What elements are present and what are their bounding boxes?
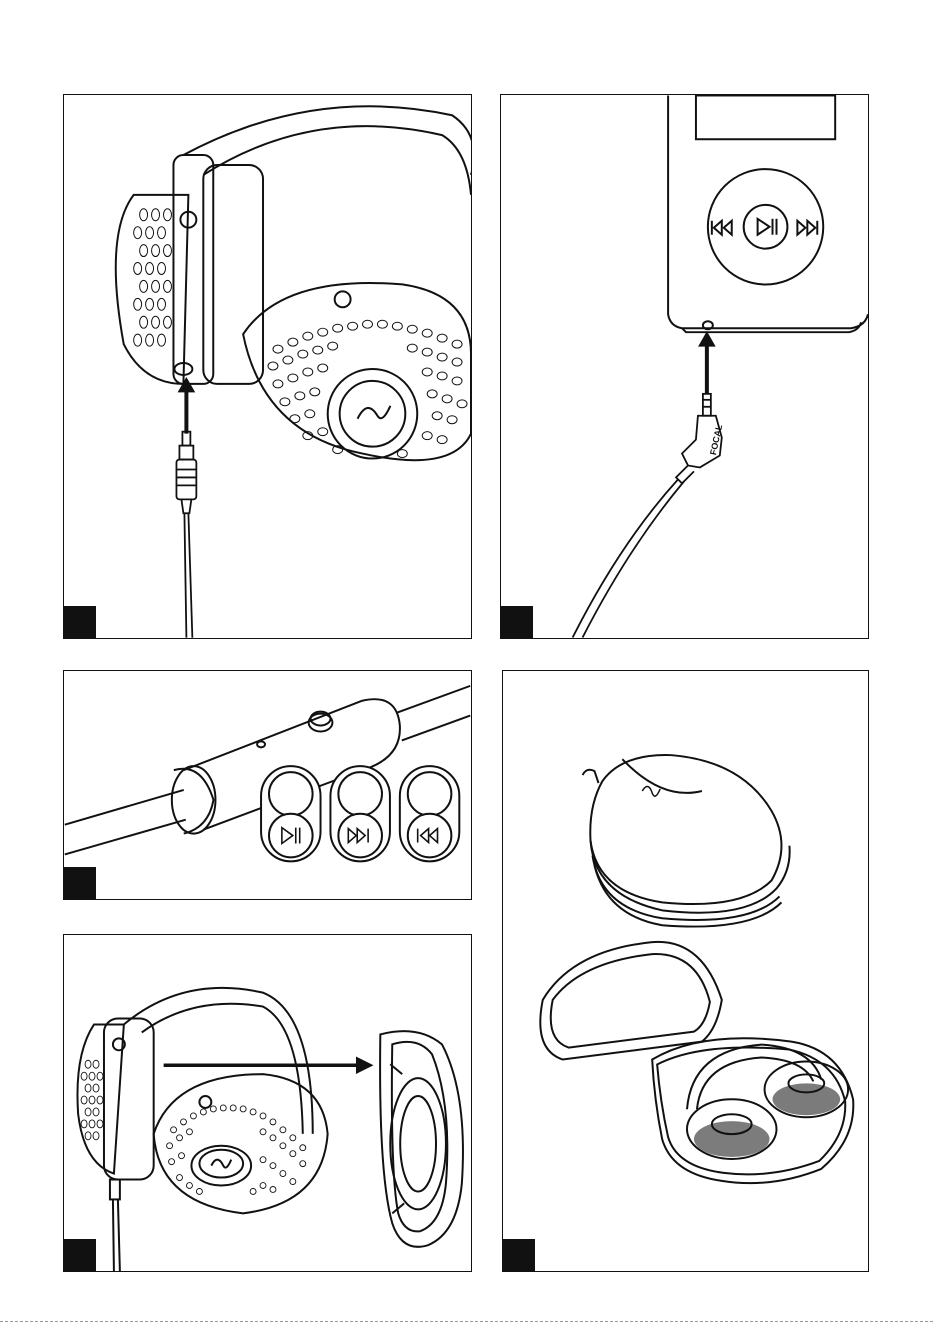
panel-remote-control <box>63 670 472 900</box>
step-tag <box>64 867 96 899</box>
page-edge-rule <box>0 1321 933 1322</box>
headphone-jack-insert-illustration <box>64 95 471 638</box>
inline-remote-illustration <box>64 671 471 899</box>
step-tag <box>503 1239 535 1271</box>
panel-connect-headphone <box>63 94 472 639</box>
carry-case-illustration <box>503 671 868 1271</box>
ear-pad-removal-illustration <box>64 935 471 1271</box>
player-jack-insert-illustration: FOCAL <box>501 95 868 638</box>
panel-case-storage <box>502 670 869 1272</box>
step-tag <box>501 606 533 638</box>
step-tag <box>64 606 96 638</box>
step-tag <box>64 1239 96 1271</box>
panel-connect-player: FOCAL <box>500 94 869 639</box>
panel-ear-pad-replacement <box>63 934 472 1272</box>
